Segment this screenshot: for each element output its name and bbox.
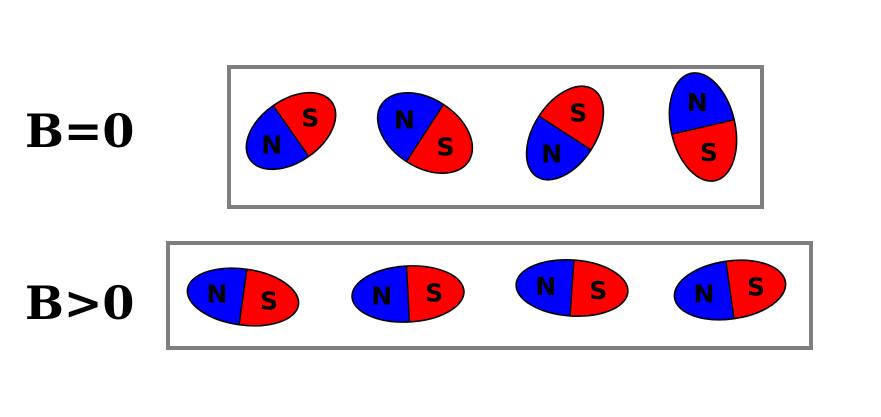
north-pole-half [352, 266, 410, 323]
north-pole-label: N [394, 106, 415, 135]
north-pole-half [669, 72, 735, 135]
south-pole-half [725, 260, 786, 319]
north-pole-half [516, 259, 574, 316]
magnet-outline [186, 267, 300, 327]
north-pole-half [187, 268, 247, 325]
south-pole-half [273, 92, 336, 157]
magnet-outline [351, 265, 465, 323]
magnet: NS [525, 85, 605, 181]
pole-divider [272, 105, 310, 157]
south-pole-label: S [301, 104, 319, 133]
pole-divider [671, 119, 735, 135]
magnet: NS [668, 72, 738, 182]
south-pole-label: S [425, 279, 443, 308]
south-pole-label: S [569, 99, 587, 128]
north-pole-half [526, 116, 591, 180]
south-pole-label: S [589, 276, 607, 305]
magnet: NS [376, 92, 474, 174]
north-pole-label: N [535, 272, 556, 301]
south-pole-half [239, 269, 299, 326]
magnet-outline [668, 72, 738, 182]
south-pole-label: S [747, 272, 765, 301]
pole-divider [538, 115, 592, 151]
north-pole-label: N [371, 281, 392, 310]
magnet-outline [376, 92, 474, 174]
north-pole-half [377, 92, 444, 162]
south-pole-half [671, 119, 737, 182]
north-pole-half [246, 105, 309, 170]
north-pole-label: N [261, 130, 282, 159]
south-pole-half [406, 265, 464, 322]
pole-divider [238, 269, 248, 325]
zero-field-label: B=0 [25, 104, 135, 158]
south-pole-half [539, 86, 604, 150]
north-pole-label: N [687, 88, 708, 117]
magnet-outline [525, 85, 605, 181]
south-pole-half [406, 104, 473, 174]
pole-divider [405, 266, 411, 322]
north-pole-half [674, 261, 735, 320]
north-pole-label: N [206, 279, 227, 308]
pole-divider [405, 104, 445, 162]
positive-field-label: B>0 [25, 276, 135, 330]
pole-divider [725, 261, 735, 319]
pole-divider [569, 260, 575, 316]
south-pole-label: S [700, 138, 718, 167]
magnet: NS [245, 91, 337, 171]
south-pole-label: S [260, 287, 278, 316]
north-pole-label: N [693, 280, 714, 309]
magnet-outline [515, 258, 629, 318]
north-pole-label: N [541, 139, 562, 168]
south-pole-label: S [436, 132, 454, 161]
magnet-outline [673, 259, 787, 321]
south-pole-half [570, 260, 628, 317]
